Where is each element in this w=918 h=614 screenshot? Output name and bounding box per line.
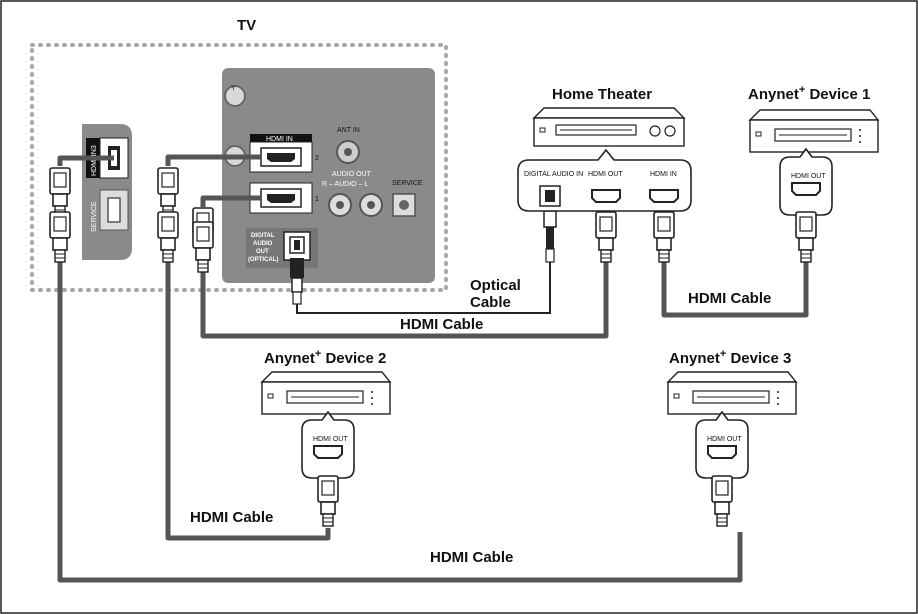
home-theater-hdmi-in-label: HDMI IN [650,171,677,178]
cable-tv-port1-to-home-theater [200,195,262,207]
tv-rear-panel: Y HDMI IN 2 1 ANT IN AUDIO OUT R – AUDIO… [222,68,435,283]
digital-audio-out-label-3: OUT [256,249,269,255]
tv-outline [30,43,448,292]
cable-tv-port2-to-device2 [165,154,262,166]
home-theater-device [532,107,686,147]
audio-out-label: AUDIO OUT [332,171,372,178]
side-service-label: SERVICE [91,201,98,232]
cable-tv-in3-to-device3 [57,155,114,166]
optical-plug-home-theater [543,210,557,263]
hdmi-port-2-number: 2 [315,155,319,162]
hdmi-cable-label-home-theater-device1: HDMI Cable [688,290,771,307]
ant-in-label: ANT IN [337,127,360,134]
anynet-device-2 [261,371,391,415]
anynet-device-1-port-bubble [779,148,833,216]
optical-cable-label-1: Optical [470,277,521,294]
component-y-label: Y [231,85,236,92]
anynet-device-1-label: Anynet+ Device 1 [748,84,870,103]
service-panel-label: SERVICE [392,180,423,187]
cable-home-theater-to-device1 [661,262,809,318]
anynet-device-3-port-bubble [695,411,749,479]
optical-cable-label-2: Cable [470,294,511,311]
anynet-device-2-hdmi-out-label: HDMI OUT [313,436,348,443]
anynet-device-1-hdmi-out-label: HDMI OUT [791,173,826,180]
anynet-device-3 [667,371,797,415]
hdmi-cable-label-tv-home-theater: HDMI Cable [400,316,483,333]
tv-label: TV [237,17,256,34]
digital-audio-out-label-1: DIGITAL [251,233,275,239]
digital-audio-out-label-4: (OPTICAL) [248,257,278,263]
hdmi-cable-label-device2: HDMI Cable [190,509,273,526]
digital-audio-in-label: DIGITAL AUDIO IN [524,171,583,178]
anynet-device-1 [749,109,879,153]
anynet-device-2-port-bubble [301,411,355,479]
audio-out-channels: R – AUDIO – L [322,181,368,188]
home-theater-ports-bubble: DIGITAL AUDIO IN HDMI OUT HDMI IN [517,148,692,212]
home-theater-hdmi-out-label: HDMI OUT [588,171,623,178]
anynet-device-3-label: Anynet+ Device 3 [669,348,791,367]
tv-side-panel: HDMI IN3 SERVICE [82,124,132,260]
hdmi-port-1-number: 1 [315,196,319,203]
optical-cable [296,262,551,314]
optical-plug-tv [290,258,304,305]
component-y-jack [224,85,246,107]
hdmi-cable-label-device3: HDMI Cable [430,549,513,566]
anynet-device-2-label: Anynet+ Device 2 [264,348,386,367]
digital-audio-out-label-2: AUDIO [253,241,273,247]
home-theater-label: Home Theater [552,86,652,103]
hdmi-in3-label: HDMI IN3 [91,145,98,176]
cables [57,154,809,583]
anynet-device-3-hdmi-out-label: HDMI OUT [707,436,742,443]
hdmi-in-panel-label: HDMI IN [266,136,293,143]
